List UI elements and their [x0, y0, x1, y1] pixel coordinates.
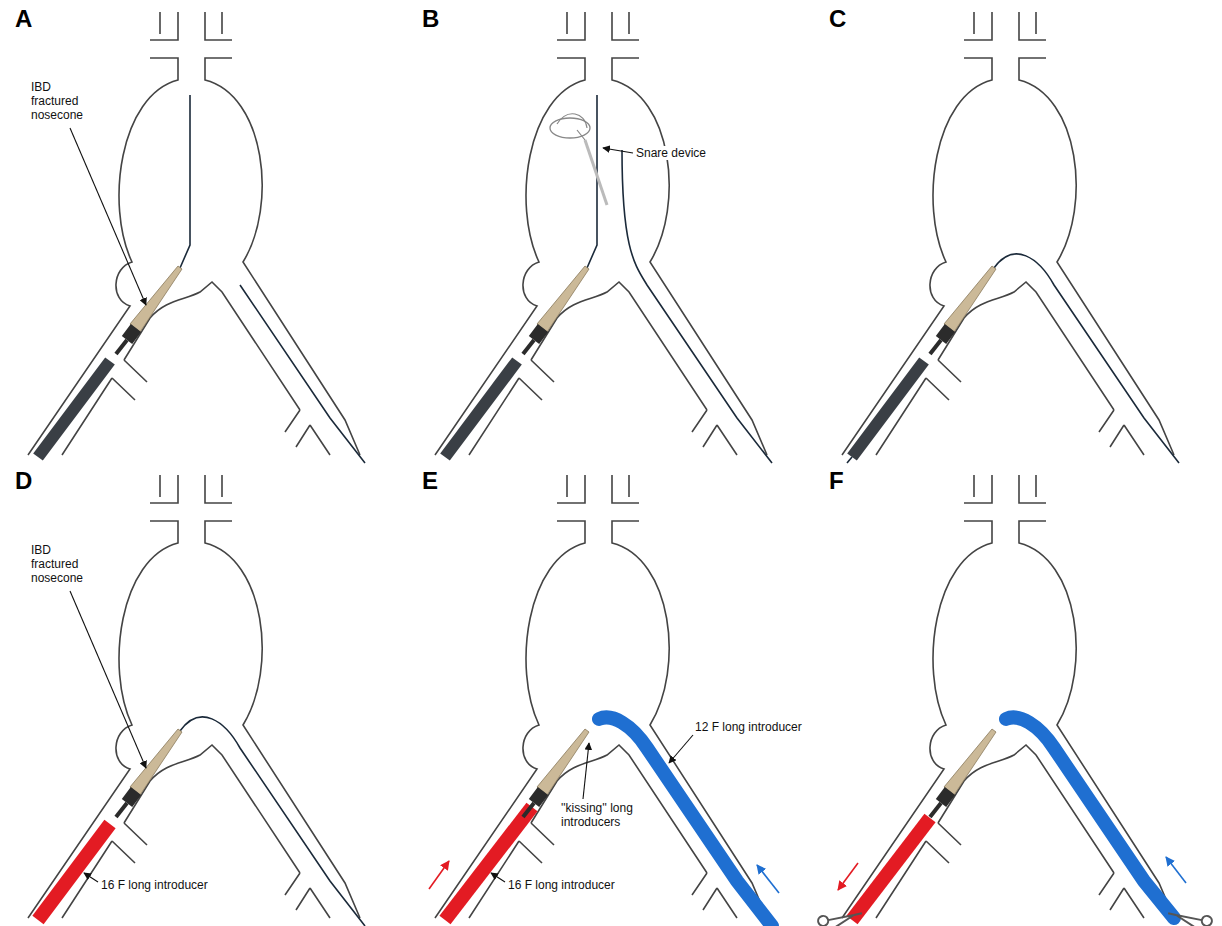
snare-loop [550, 118, 590, 138]
leader-line [70, 591, 146, 768]
panel-letter: D [14, 468, 33, 494]
leader-line [70, 128, 146, 305]
panel-letter: A [14, 6, 33, 32]
callout-label: ''kissing'' long introducers [560, 801, 654, 829]
leader-line [669, 735, 693, 763]
callout-label: Snare device [635, 146, 707, 160]
leader-line [603, 148, 633, 153]
hemostat-clamp [1164, 903, 1213, 926]
panel-c [842, 12, 1179, 463]
direction-arrow [1166, 857, 1186, 883]
sheath [38, 361, 110, 457]
guidewire [180, 95, 190, 268]
panel-letter: C [828, 6, 847, 32]
panel-f [817, 475, 1213, 926]
panel-b [435, 12, 772, 463]
panel-e [429, 475, 779, 926]
direction-arrow [429, 861, 449, 889]
panel-a [28, 12, 365, 463]
leader-line [491, 873, 505, 882]
leader-line [583, 743, 589, 799]
leader-line [84, 873, 98, 882]
red-introducer [38, 824, 110, 920]
callout-label: IBD fractured nosecone [30, 80, 96, 122]
direction-arrow [757, 865, 779, 893]
callout-label: 16 F long introducer [100, 878, 209, 892]
guidewire [240, 285, 365, 463]
snare-catheter [585, 140, 607, 205]
panel-letter: F [828, 468, 845, 494]
panel-letter: E [421, 468, 439, 494]
panel-d [28, 475, 365, 926]
direction-arrow [838, 863, 858, 890]
hemostat-clamp [817, 903, 866, 926]
callout-label: IBD fractured nosecone [30, 543, 96, 585]
callout-label: 12 F long introducer [694, 720, 803, 734]
callout-label: 16 F long introducer [507, 878, 616, 892]
panel-letter: B [421, 6, 440, 32]
